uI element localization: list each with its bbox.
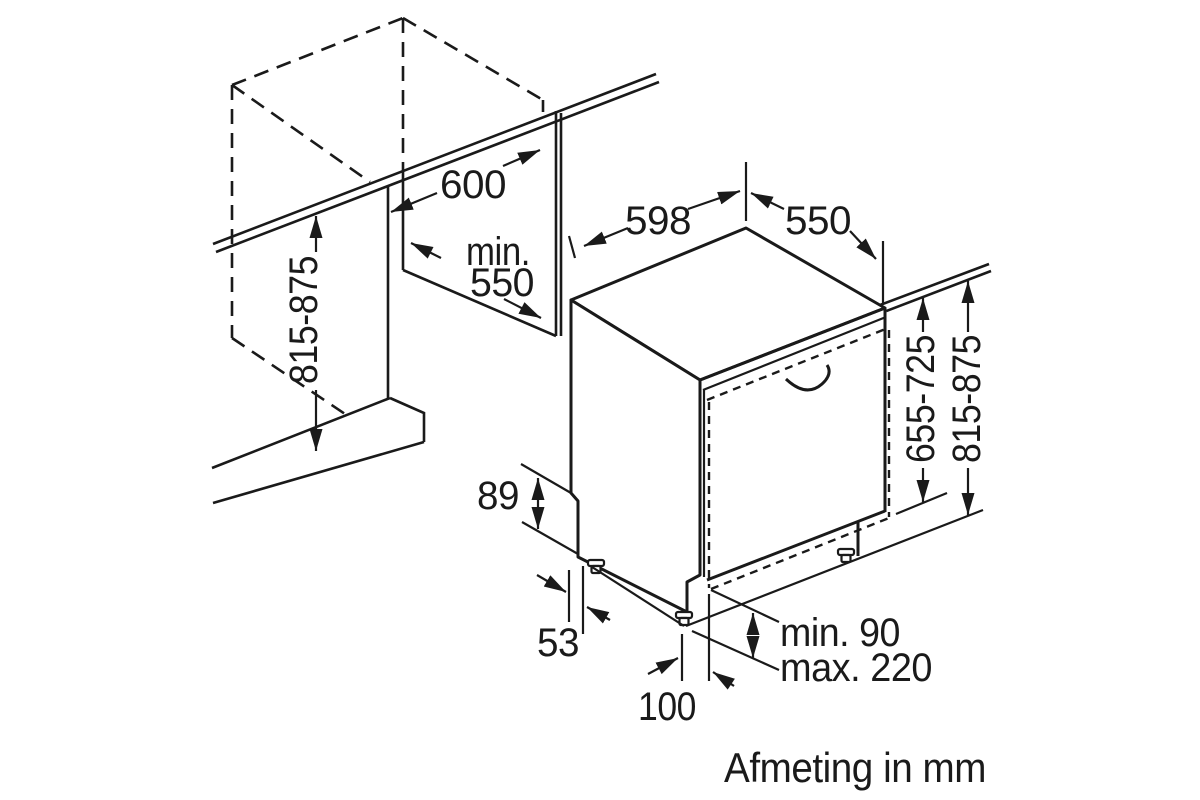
label-door-height: 655-725 [899,335,943,463]
dimension-panel-offset: 100 [638,594,735,729]
reference-lines-right [871,262,992,516]
dishwasher-body [569,226,891,627]
dimension-appliance-width: 598 [567,162,748,259]
label-door-panel-gap-max: max. 220 [780,646,932,690]
door-handle-icon [784,364,831,392]
label-panel-offset: 100 [638,685,696,729]
floor-lines [591,508,984,628]
dimension-appliance-height-right: 815-875 [945,281,989,515]
cabinet-plinth [211,396,426,505]
caption-units: Afmeting in mm [724,744,986,791]
label-niche-depth-prefix: min. [466,230,530,274]
label-appliance-height: 815-875 [945,335,989,463]
countertop [212,72,660,254]
dimension-niche-width: 600 [390,148,541,214]
adjustable-foot-left [586,558,606,575]
label-plinth-step-depth: 53 [537,621,579,665]
dimension-appliance-depth: 550 [750,192,885,303]
door-face [699,306,891,591]
niche-panels [386,111,563,398]
label-door-panel-gap-min: min. 90 [780,611,900,655]
label-niche-height: 815-875 [282,256,326,384]
dimension-door-height: 655-725 [899,298,943,502]
label-appliance-depth: 550 [785,199,851,243]
adjustable-foot-rear [836,547,856,564]
dimension-niche-depth: min. 550 [410,230,542,319]
label-appliance-width: 598 [625,199,691,243]
label-niche-width: 600 [440,163,506,207]
label-niche-depth-value: 550 [470,261,534,305]
dimension-plinth-step-depth: 53 [536,566,611,665]
dimension-niche-height-left: 815-875 [282,216,326,451]
label-plinth-step-height: 89 [477,474,519,518]
door-face-fill [700,307,889,590]
dimension-plinth-step-height: 89 [477,463,579,555]
dimension-door-panel-gap: min. 90 max. 220 [691,589,933,690]
adjustable-foot-front [674,610,694,627]
niche-dashed-outline [230,16,545,416]
